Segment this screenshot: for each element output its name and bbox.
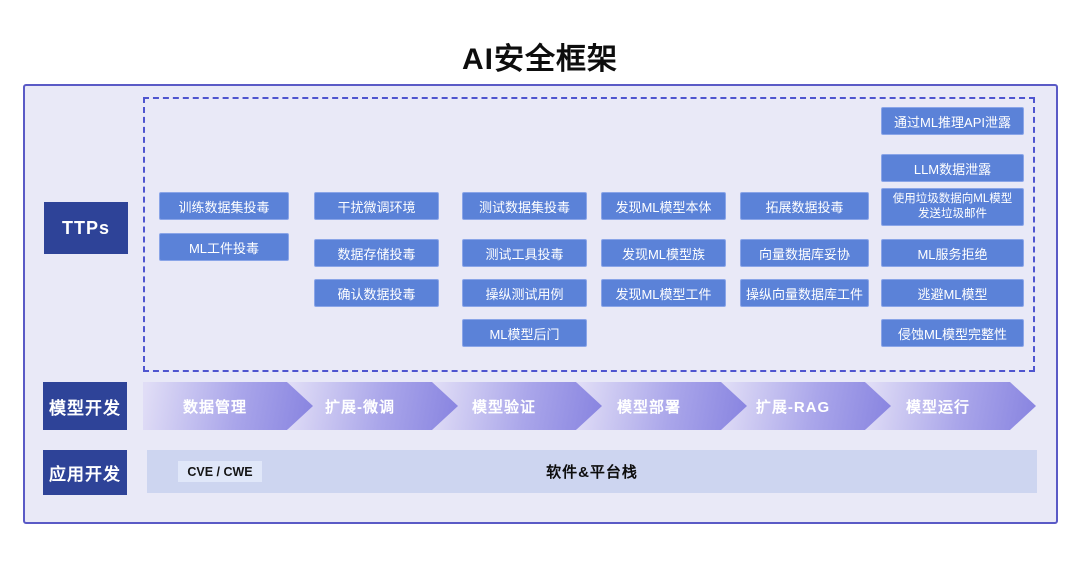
software-platform-bar: CVE / CWE 软件&平台栈 [147, 450, 1037, 493]
ttp-button: 测试工具投毒 [462, 239, 587, 267]
ttp-button: ML工件投毒 [159, 233, 289, 261]
ttp-button: LLM数据泄露 [881, 154, 1024, 182]
ttp-button: 确认数据投毒 [314, 279, 439, 307]
ttps-dashed-box: 训练数据集投毒 ML工件投毒 干扰微调环境数据存储投毒确认数据投毒 测试数据集投毒… [143, 97, 1035, 372]
ttp-button: 干扰微调环境 [314, 192, 439, 220]
pipeline-stage: 模型运行 [866, 382, 1036, 430]
pipeline-stage: 模型部署 [577, 382, 747, 430]
ttp-button: 发现ML模型族 [601, 239, 726, 267]
ttp-column-4: 发现ML模型本体发现ML模型族发现ML模型工件 [601, 99, 726, 370]
ttp-column-5: 拓展数据投毒向量数据库妥协操纵向量数据库工件 [740, 99, 869, 370]
pipeline-stage: 数据管理 [143, 382, 313, 430]
ttp-button: 通过ML推理API泄露 [881, 107, 1024, 135]
ttp-button: ML模型后门 [462, 319, 587, 347]
ttp-button: 操纵向量数据库工件 [740, 279, 869, 307]
ttp-column-3: 测试数据集投毒测试工具投毒操纵测试用例 ML模型后门 [462, 99, 587, 370]
ttps-label: TTPs [44, 202, 128, 254]
app-dev-label: 应用开发 [43, 450, 127, 495]
framework-container: TTPs 训练数据集投毒 ML工件投毒 干扰微调环境数据存储投毒确认数据投毒 测试… [23, 84, 1058, 524]
ttp-button: 向量数据库妥协 [740, 239, 869, 267]
model-dev-label: 模型开发 [43, 382, 127, 430]
ttp-button: 训练数据集投毒 [159, 192, 289, 220]
pipeline-stage: 模型验证 [432, 382, 602, 430]
page-title: AI安全框架 [462, 43, 618, 76]
ttp-button: 发现ML模型工件 [601, 279, 726, 307]
ttp-button: 逃避ML模型 [881, 279, 1024, 307]
ttp-button: 拓展数据投毒 [740, 192, 869, 220]
ttp-column-1: 训练数据集投毒 ML工件投毒 [159, 99, 289, 370]
ttp-button: 使用垃圾数据向ML模型发送垃圾邮件 [881, 188, 1024, 226]
ttp-button: 数据存储投毒 [314, 239, 439, 267]
pipeline-stage: 扩展-RAG [721, 382, 891, 430]
ttp-column-6: 通过ML推理API泄露 LLM数据泄露使用垃圾数据向ML模型发送垃圾邮件 ML服务拒… [881, 99, 1024, 370]
ttp-button: 发现ML模型本体 [601, 192, 726, 220]
ttp-button: 操纵测试用例 [462, 279, 587, 307]
software-platform-label: 软件&平台栈 [546, 464, 638, 481]
pipeline-stage: 扩展-微调 [288, 382, 458, 430]
cve-cwe-chip: CVE / CWE [178, 461, 262, 482]
ttp-column-2: 干扰微调环境数据存储投毒确认数据投毒 [314, 99, 439, 370]
ttp-button: 侵蚀ML模型完整性 [881, 319, 1024, 347]
ttp-button: ML服务拒绝 [881, 239, 1024, 267]
ttp-button: 测试数据集投毒 [462, 192, 587, 220]
